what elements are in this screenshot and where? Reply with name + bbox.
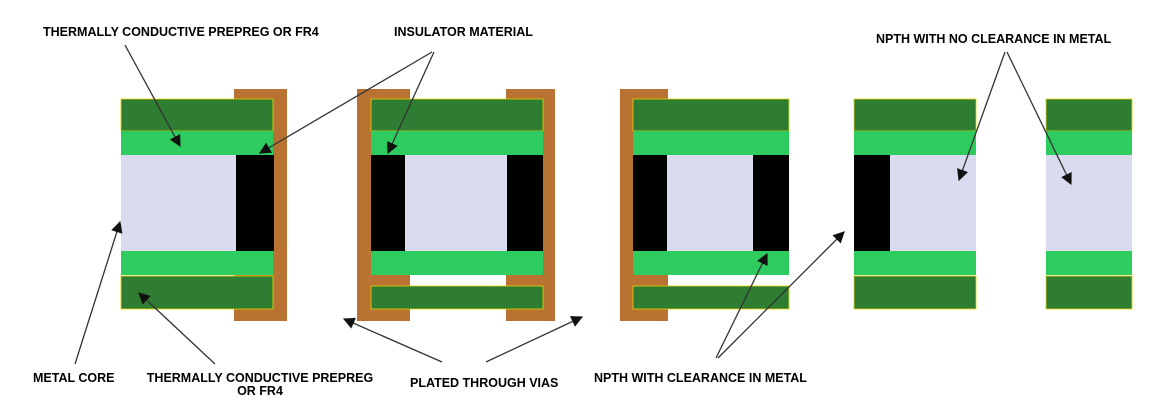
prepreg-top-light xyxy=(633,131,789,155)
prepreg-bottom xyxy=(370,285,544,310)
prepreg-top xyxy=(370,98,544,132)
arrow-npth-clearance-2 xyxy=(717,231,845,359)
prepreg-top-light xyxy=(1046,131,1132,155)
section-5-npth-no-clearance-right xyxy=(1045,98,1133,310)
label-thermal-prepreg-top: THERMALLY CONDUCTIVE PREPREG OR FR4 xyxy=(43,25,319,39)
arrow-insulator-1 xyxy=(258,51,433,154)
prepreg-bottom-light xyxy=(854,251,976,275)
label-thermal-prepreg-bottom-line2: OR FR4 xyxy=(237,384,283,398)
insulator-block xyxy=(854,155,890,251)
prepreg-bottom-light xyxy=(371,251,543,275)
insulator-block-right xyxy=(753,155,789,251)
label-npth-no-clearance: NPTH WITH NO CLEARANCE IN METAL xyxy=(876,32,1112,46)
arrow-thermal-bottom xyxy=(138,292,216,365)
label-thermal-prepreg-bottom-line1: THERMALLY CONDUCTIVE PREPREG xyxy=(146,371,374,385)
metal-core xyxy=(1046,155,1132,251)
prepreg-bottom-light xyxy=(633,251,789,275)
metal-core xyxy=(667,155,753,251)
prepreg-bottom xyxy=(632,285,790,310)
prepreg-top xyxy=(120,98,274,132)
arrow-npth-no-clearance-1 xyxy=(957,51,1006,182)
prepreg-bottom-light xyxy=(1046,251,1132,275)
prepreg-top xyxy=(853,98,977,132)
arrow-thermal-top xyxy=(124,44,181,148)
metal-core xyxy=(121,155,236,251)
label-npth-clearance: NPTH WITH CLEARANCE IN METAL xyxy=(594,371,807,385)
metal-core xyxy=(405,155,507,251)
arrow-plated-via-1 xyxy=(342,317,443,363)
arrow-metal-core xyxy=(74,220,123,365)
arrow-plated-via-2 xyxy=(485,316,584,363)
insulator-block-left xyxy=(371,155,405,251)
prepreg-top xyxy=(1045,98,1133,132)
section-1-via-right xyxy=(120,89,287,321)
leader-arrows xyxy=(74,44,1072,365)
insulator-block-right xyxy=(507,155,543,251)
section-2-via-both-sides xyxy=(357,89,555,321)
label-metal-core: METAL CORE xyxy=(33,371,115,385)
insulator-block xyxy=(236,155,274,251)
prepreg-bottom xyxy=(1045,275,1133,310)
label-thermal-prepreg-bottom: THERMALLY CONDUCTIVE PREPREG OR FR4 xyxy=(142,372,378,398)
prepreg-top-light xyxy=(121,131,273,155)
prepreg-bottom xyxy=(853,275,977,310)
insulator-block-left xyxy=(633,155,667,251)
arrow-npth-no-clearance-2 xyxy=(1006,51,1072,186)
prepreg-top-light xyxy=(371,131,543,155)
label-insulator-material: INSULATOR MATERIAL xyxy=(394,25,533,39)
prepreg-bottom xyxy=(120,275,274,310)
prepreg-top-light xyxy=(854,131,976,155)
arrow-npth-clearance-1 xyxy=(715,252,768,359)
label-plated-through-vias: PLATED THROUGH VIAS xyxy=(410,376,559,390)
section-3-npth-clearance xyxy=(620,89,790,321)
prepreg-top xyxy=(632,98,790,132)
arrow-insulator-2 xyxy=(387,51,435,155)
section-4-npth-no-clearance-left xyxy=(853,98,977,310)
prepreg-bottom-light xyxy=(121,251,273,275)
